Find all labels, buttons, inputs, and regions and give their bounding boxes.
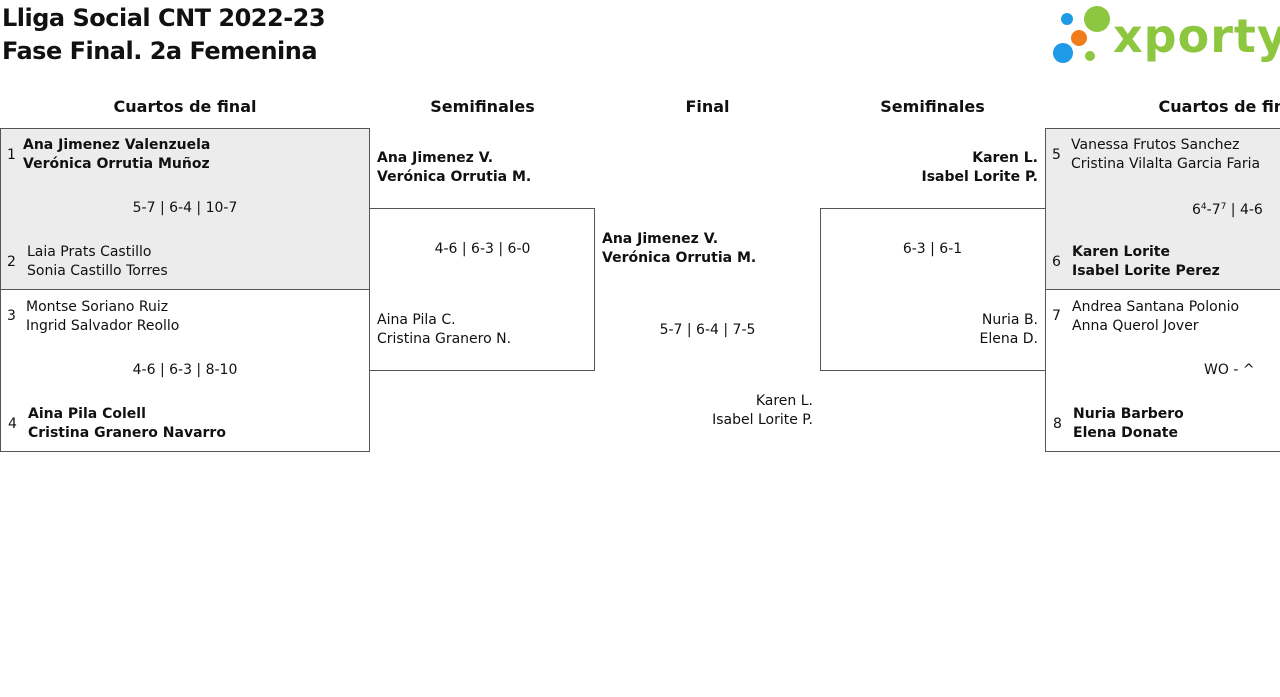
logo-dot-green [1084,6,1110,32]
match-score: 4-6 | 6-3 | 6-0 [434,241,531,257]
team-entry-winner: Ana Jimenez V. Verónica Orrutia M. [377,149,531,187]
player-name: Elena Donate [1073,425,1178,441]
team-entry-winner: Karen L. Isabel Lorite P. [820,149,1039,187]
match-score: 64-77 | 4-6 [1192,201,1263,220]
tiebreak-score: 4 [1200,202,1207,212]
seed-number: 6 [1052,254,1061,270]
player-name: Aina Pila Colell [28,406,146,422]
match-score: 5-7 | 6-4 | 7-5 [659,322,756,338]
logo-dot-green-small [1085,51,1095,61]
player-name: Vanessa Frutos Sanchez [1071,137,1240,153]
player-name: Ana Jimenez V. [377,150,494,166]
player-name: Elena D. [979,331,1038,347]
left-qf-match-1 [0,128,370,290]
team-entry-winner: Karen Lorite Isabel Lorite Perez [1072,243,1220,281]
team-entry-champion: Ana Jimenez V. Verónica Orrutia M. [602,230,756,268]
seed-number: 1 [7,147,16,163]
xporty-logo: xporty [1050,4,1280,66]
player-name: Andrea Santana Polonio [1072,299,1240,315]
player-name: Verónica Orrutia Muñoz [23,156,210,172]
player-name: Karen L. [755,393,813,409]
player-name: Karen L. [972,150,1038,166]
player-name: Nuria Barbero [1073,406,1184,422]
player-name: Ana Jimenez Valenzuela [23,137,211,153]
logo-dot-blue-small [1061,13,1073,25]
match-score: 6-3 | 6-1 [902,241,963,257]
logo-dot-orange [1071,30,1087,46]
round-label-right-qf: Cuartos de final [1158,97,1280,116]
seed-number: 3 [7,308,16,324]
round-label-right-sf: Semifinales [880,97,985,116]
team-entry: Nuria B. Elena D. [820,311,1038,349]
xporty-logo-graphic [1053,6,1110,63]
match-score: 4-6 | 6-3 | 8-10 [132,362,238,378]
team-entry: Montse Soriano Ruiz Ingrid Salvador Reol… [26,298,179,336]
player-name: Ingrid Salvador Reollo [26,318,180,334]
seed-number: 7 [1052,308,1061,324]
player-name: Nuria B. [981,312,1038,328]
team-entry: Laia Prats Castillo Sonia Castillo Torre… [27,243,168,281]
round-label-final: Final [685,97,730,116]
team-entry-winner: Aina Pila Colell Cristina Granero Navarr… [28,405,226,443]
page-title: Lliga Social CNT 2022-23 [2,4,326,32]
player-name: Cristina Vilalta Garcia Faria [1071,156,1261,172]
player-name: Anna Querol Jover [1072,318,1199,334]
player-name: Laia Prats Castillo [27,244,152,260]
match-score: WO - ^ [1204,362,1255,378]
seed-number: 4 [8,416,17,432]
player-name: Verónica Orrutia M. [602,250,757,266]
seed-number: 5 [1052,147,1061,163]
team-entry-winner: Nuria Barbero Elena Donate [1073,405,1184,443]
team-entry-winner: Ana Jimenez Valenzuela Verónica Orrutia … [23,136,210,174]
team-entry: Andrea Santana Polonio Anna Querol Jover [1072,298,1239,336]
round-label-left-sf: Semifinales [430,97,535,116]
match-score: 5-7 | 6-4 | 10-7 [132,200,238,216]
right-qf-match-2 [1045,289,1280,452]
tiebreak-score: 7 [1220,202,1227,212]
player-name: Verónica Orrutia M. [377,169,532,185]
player-name: Cristina Granero N. [377,331,512,347]
player-name: Cristina Granero Navarro [28,425,226,441]
team-entry: Aina Pila C. Cristina Granero N. [377,311,511,349]
page-subtitle: Fase Final. 2a Femenina [2,37,318,65]
player-name: Karen Lorite [1072,244,1170,260]
score-games: -7 [1206,202,1221,218]
player-name: Ana Jimenez V. [602,231,719,247]
round-label-left-qf: Cuartos de final [113,97,257,116]
player-name: Montse Soriano Ruiz [26,299,169,315]
seed-number: 2 [7,254,16,270]
player-name: Isabel Lorite P. [712,412,813,428]
player-name: Aina Pila C. [377,312,456,328]
score-games: | 4-6 [1226,202,1263,218]
player-name: Sonia Castillo Torres [27,263,168,279]
team-entry: Karen L. Isabel Lorite P. [595,392,813,430]
logo-text: xporty [1113,9,1280,63]
logo-dot-blue [1053,43,1073,63]
team-entry: Vanessa Frutos Sanchez Cristina Vilalta … [1071,136,1260,174]
seed-number: 8 [1053,416,1062,432]
score-games: 6 [1192,202,1201,218]
player-name: Isabel Lorite Perez [1072,263,1220,279]
left-sf-connector [369,208,595,371]
player-name: Isabel Lorite P. [921,169,1039,185]
